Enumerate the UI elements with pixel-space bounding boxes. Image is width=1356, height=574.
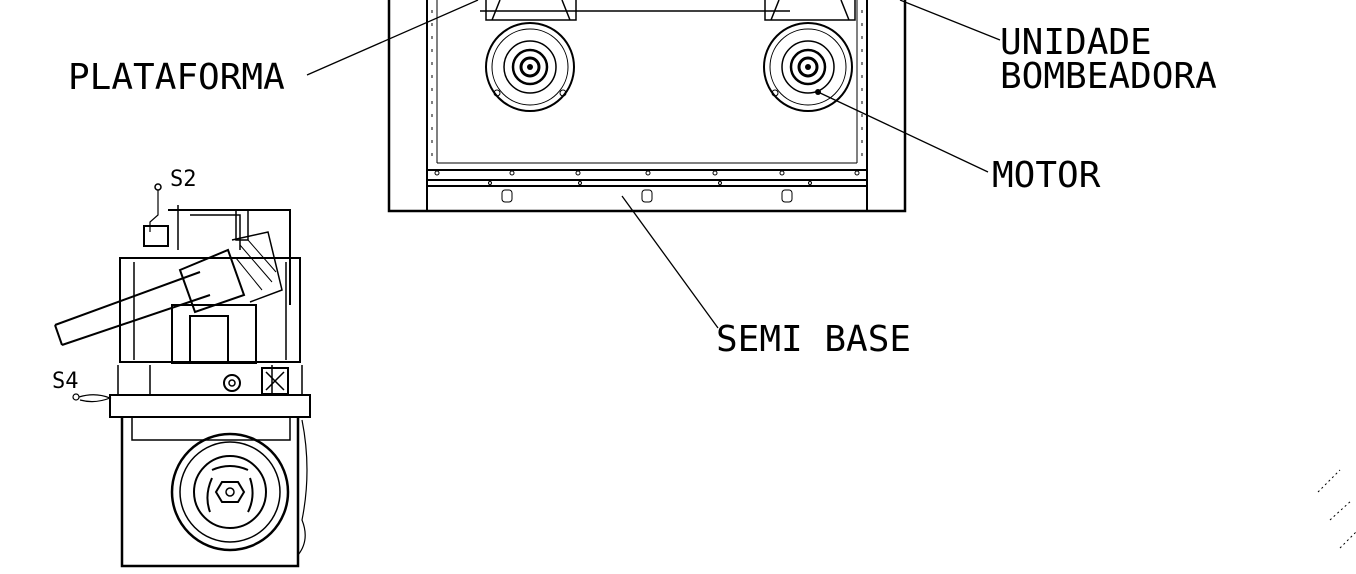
label-motor: MOTOR	[992, 155, 1101, 196]
label-unidade: UNIDADE	[1000, 22, 1152, 63]
side-view-assembly	[54, 183, 311, 568]
label-semi-base: SEMI BASE	[716, 319, 911, 360]
label-bombeadora: BOMBEADORA	[1000, 56, 1217, 97]
label-plataforma: PLATAFORMA	[68, 57, 285, 98]
front-view-frame	[387, 0, 907, 213]
leader-lines	[306, 0, 1001, 329]
right-pump-unit	[763, 0, 856, 112]
label-s2: S2	[170, 167, 197, 192]
label-s4: S4	[52, 369, 79, 394]
band-holes	[434, 170, 860, 203]
edge-hatch	[1317, 469, 1356, 549]
left-pump-unit	[485, 0, 577, 112]
